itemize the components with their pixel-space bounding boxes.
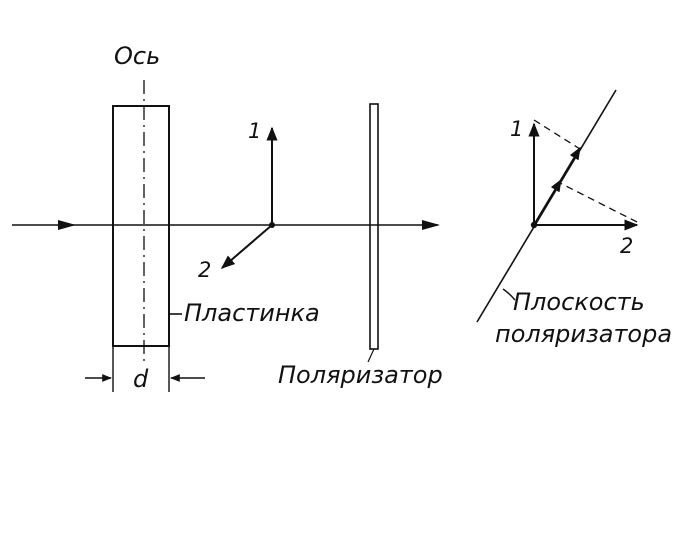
polarizer-leader (367, 348, 375, 363)
projection-arrow-2 (533, 178, 562, 226)
vector-diagram-origin (530, 221, 538, 229)
thickness-label: d (133, 365, 149, 393)
vector-component-2-label: 2 (620, 234, 633, 258)
component-1-label: 1 (248, 119, 261, 143)
plate-label: Пластинка (184, 299, 320, 327)
component-2-label: 2 (198, 258, 211, 282)
projection-dashed-1 (533, 119, 581, 150)
polarizer-label: Поляризатор (278, 361, 443, 389)
plate-rectangle (112, 105, 170, 347)
axis-label: Ось (114, 42, 160, 70)
beam-arrow-right (422, 220, 440, 230)
polarizer-plane-label-line1: Плоскость (513, 288, 645, 316)
projection-dashed-2 (559, 182, 638, 223)
polarizer-plate (369, 103, 379, 350)
polarizer-plane-line (476, 89, 617, 323)
vector-component-1-label: 1 (510, 117, 523, 141)
vector-component-2 (220, 224, 273, 269)
beam-arrow-left (58, 220, 76, 230)
plane-angle-arc (502, 288, 516, 301)
polarizer-plane-label-line2: поляризатора (495, 320, 672, 348)
